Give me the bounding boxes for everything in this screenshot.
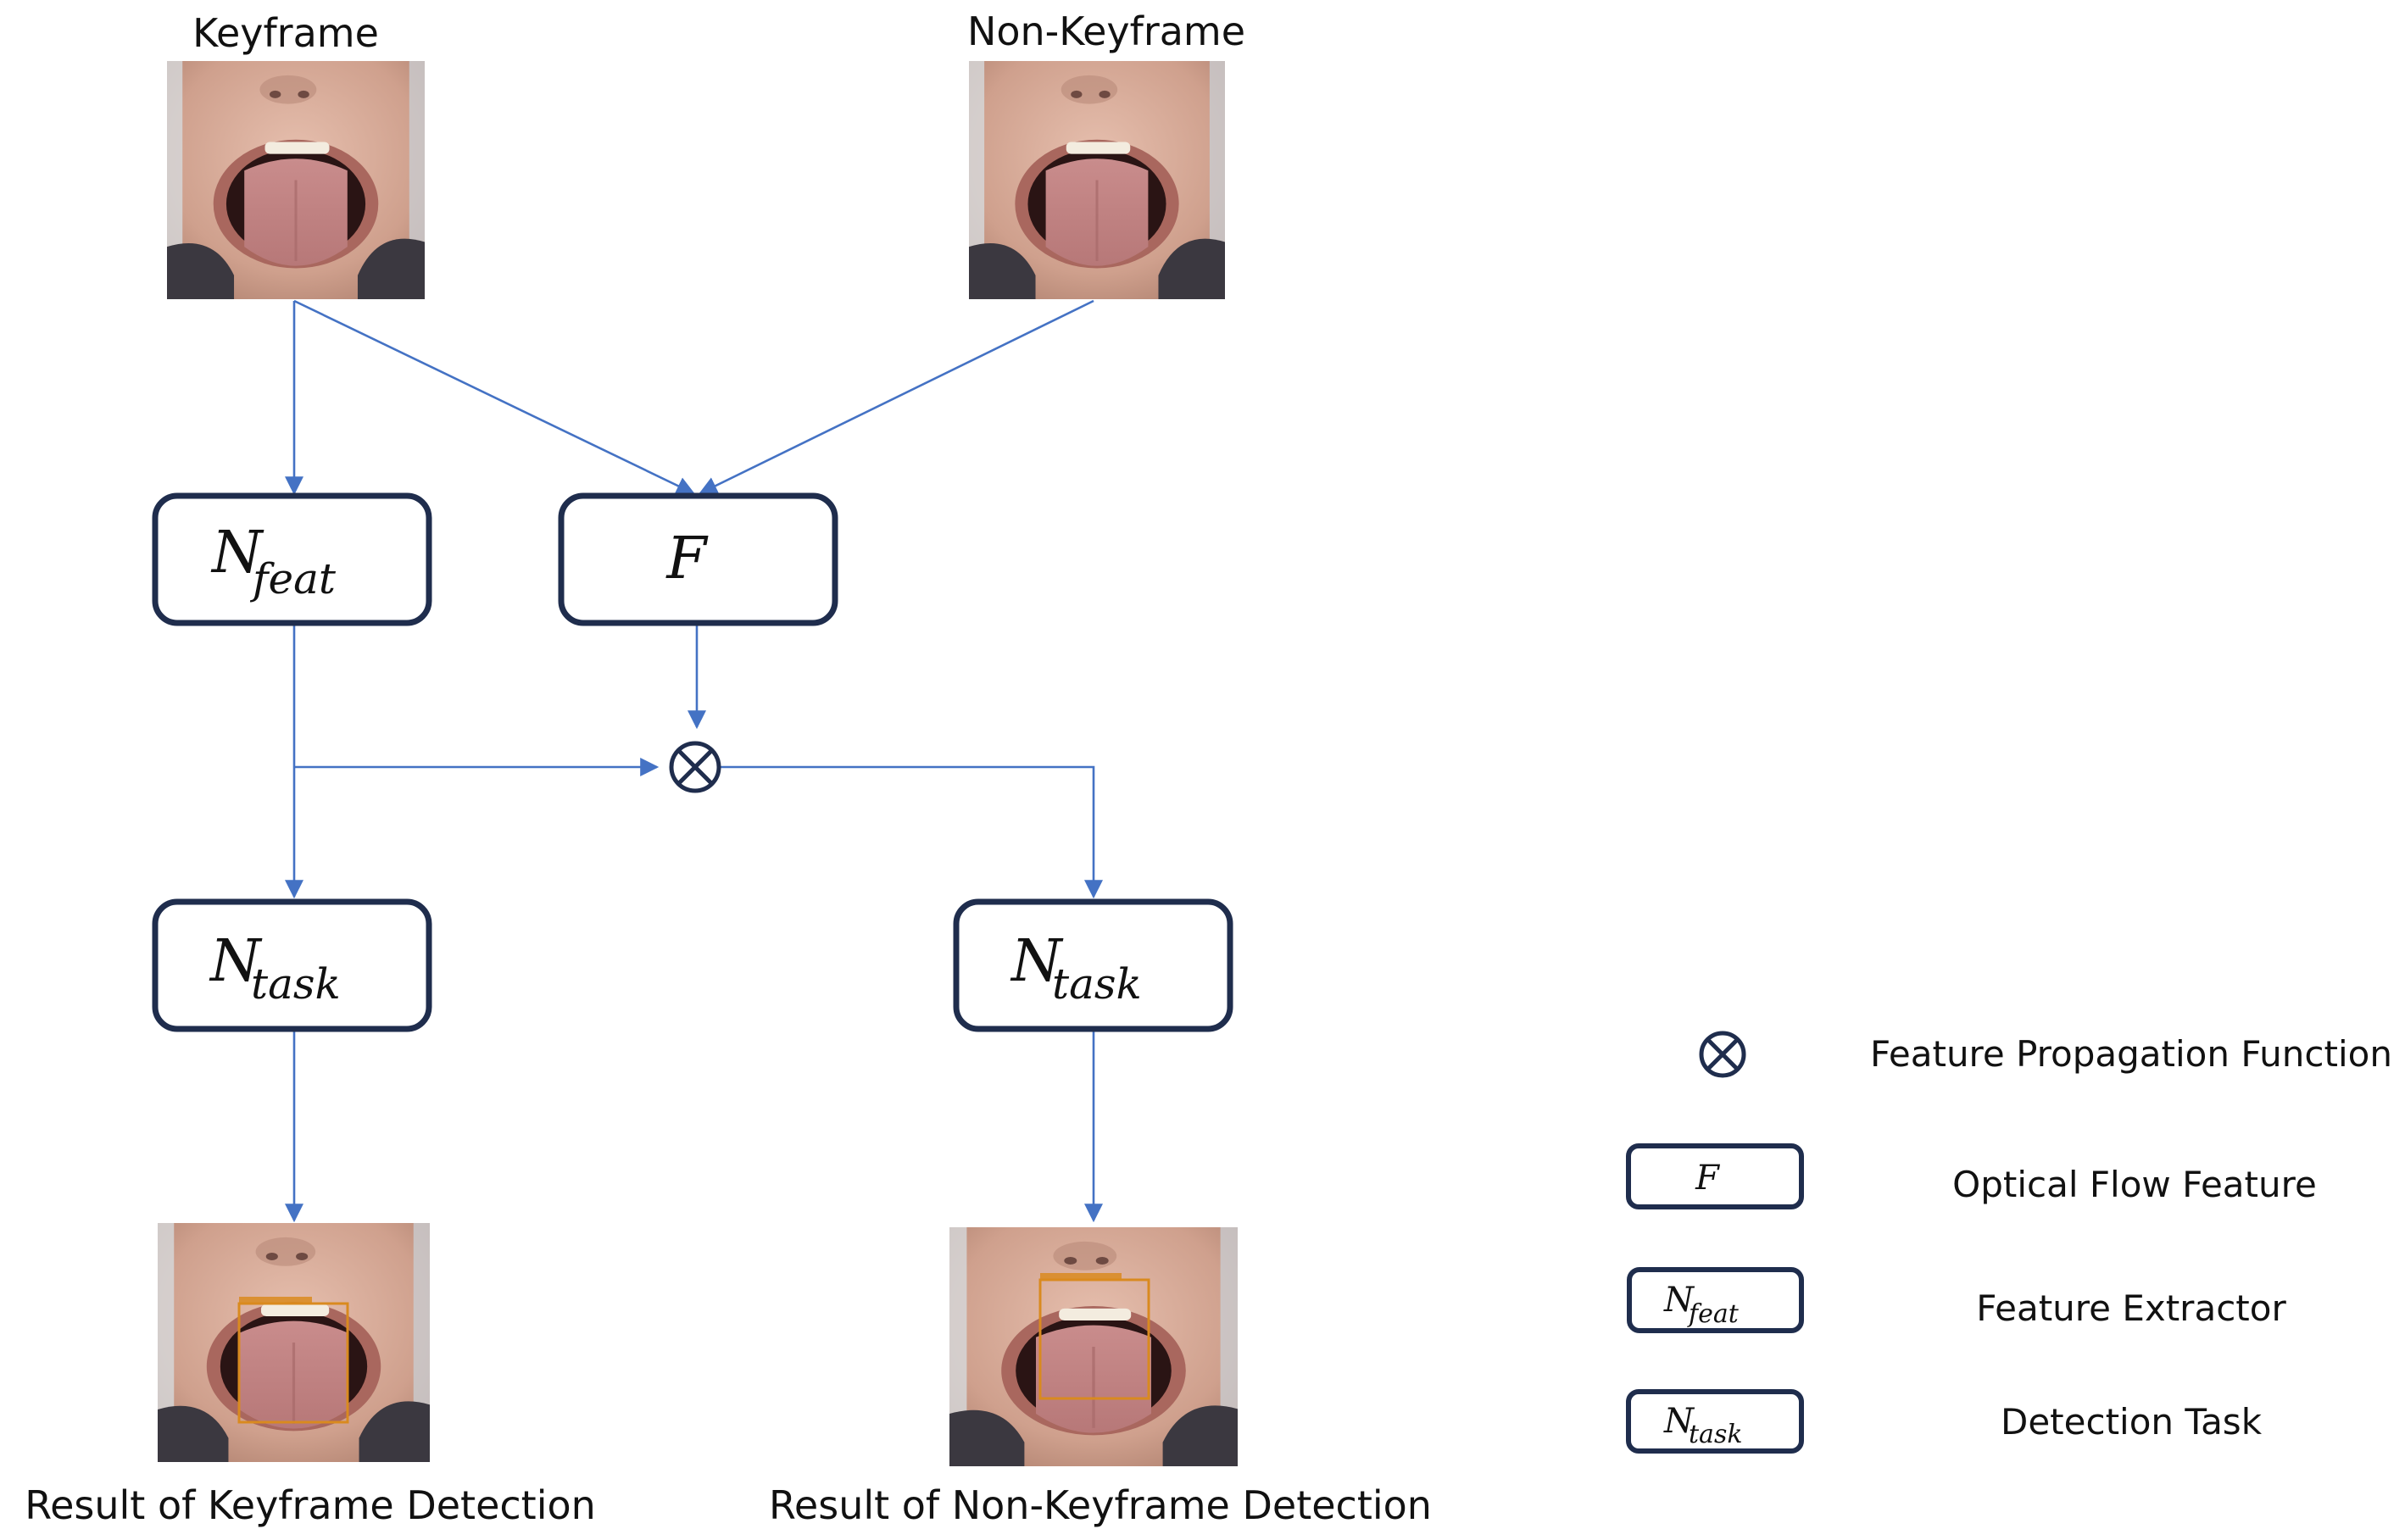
keyframe-result-image (158, 1223, 430, 1462)
legend-propagation-label: Feature Propagation Function (1870, 1033, 2392, 1075)
arrow-propagation-to-ntask (721, 765, 1103, 899)
ntask-keyframe-module: N task (152, 898, 432, 1032)
legend-detection-task-item: N task Detection Task (1626, 1389, 2263, 1454)
legend-flow-box (1626, 1143, 1804, 1209)
arrow-nonkeyframe-to-flow (699, 299, 1094, 495)
nonkeyframe-result-label: Result of Non-Keyframe Detection (769, 1482, 1432, 1528)
keyframe-image (167, 61, 425, 299)
legend-feature-extractor-label: Feature Extractor (1976, 1287, 2286, 1329)
legend-ntask-main: N (1663, 1402, 1695, 1441)
legend-optical-flow-label: Optical Flow Feature (1952, 1164, 2317, 1205)
nfeat-module: N feat (152, 492, 432, 626)
keyframe-label: Keyframe (192, 10, 379, 56)
flow-label: F (665, 525, 709, 592)
ntask-sub-label: task (1052, 959, 1142, 1009)
ntask-sub-label: task (251, 959, 341, 1009)
arrow-keyframe-to-flow (293, 299, 695, 495)
legend-ntask-sub: task (1689, 1420, 1743, 1449)
legend-nfeat-main: N (1663, 1281, 1695, 1320)
propagation-function (669, 741, 721, 793)
legend-propagation-item: Feature Propagation Function (1699, 1031, 2392, 1078)
nfeat-main-label: N (210, 520, 264, 587)
flow-module: F (558, 492, 838, 626)
ntask-main-label: N (209, 928, 263, 995)
legend-nfeat-box (1627, 1267, 1804, 1333)
legend-feature-extractor-item: N feat Feature Extractor (1627, 1267, 2286, 1333)
nfeat-sub-label: feat (249, 554, 337, 603)
keyframe-result-label: Result of Keyframe Detection (25, 1482, 596, 1528)
legend-detection-task-label: Detection Task (2001, 1401, 2263, 1443)
nonkeyframe-result-image (949, 1227, 1238, 1466)
nonkeyframe-label: Non-Keyframe (967, 8, 1245, 54)
legend-flow-box-label: F (1695, 1159, 1720, 1198)
legend: Feature Propagation Function F Optical F… (1626, 1031, 2392, 1454)
ntask-main-label: N (1010, 928, 1064, 995)
legend-nfeat-sub: feat (1687, 1299, 1740, 1329)
legend-optical-flow-item: F Optical Flow Feature (1626, 1143, 2317, 1209)
ntask-nonkeyframe-module: N task (953, 898, 1233, 1032)
legend-ntask-box (1626, 1389, 1804, 1454)
nonkeyframe-image (969, 61, 1225, 299)
